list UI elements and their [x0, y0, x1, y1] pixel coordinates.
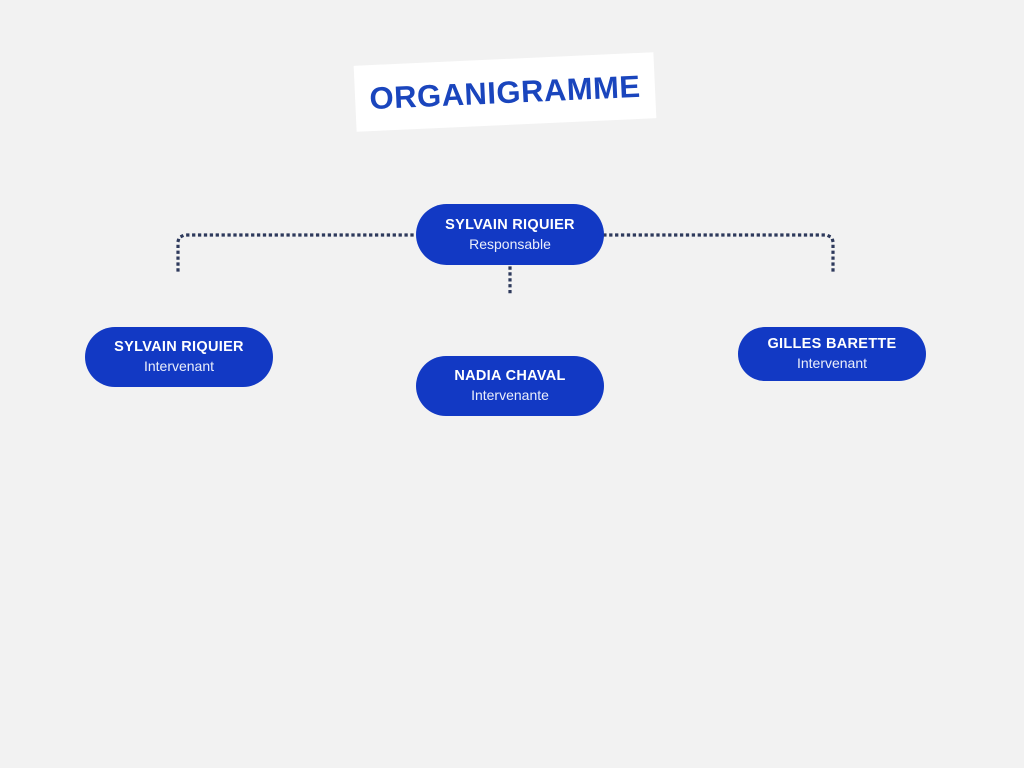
title-banner: ORGANIGRAMME	[353, 52, 657, 132]
org-node-middle[interactable]: NADIA CHAVAL Intervenante	[416, 356, 604, 416]
org-node-right[interactable]: GILLES BARETTE Intervenant	[738, 327, 926, 381]
org-node-role: Responsable	[469, 235, 551, 252]
org-node-root[interactable]: SYLVAIN RIQUIER Responsable	[416, 204, 604, 265]
page-title: ORGANIGRAMME	[368, 68, 642, 116]
org-node-role: Intervenante	[471, 387, 549, 404]
org-node-name: NADIA CHAVAL	[454, 368, 566, 385]
org-node-role: Intervenant	[796, 355, 868, 372]
org-node-name: SYLVAIN RIQUIER	[114, 339, 244, 356]
org-node-left[interactable]: SYLVAIN RIQUIER Intervenant	[85, 327, 273, 387]
org-node-name: SYLVAIN RIQUIER	[445, 216, 575, 233]
org-node-role: Intervenant	[143, 358, 215, 375]
connector-root-to-left	[176, 233, 418, 272]
connector-root-to-right	[602, 233, 835, 272]
org-node-name: GILLES BARETTE	[767, 336, 897, 353]
